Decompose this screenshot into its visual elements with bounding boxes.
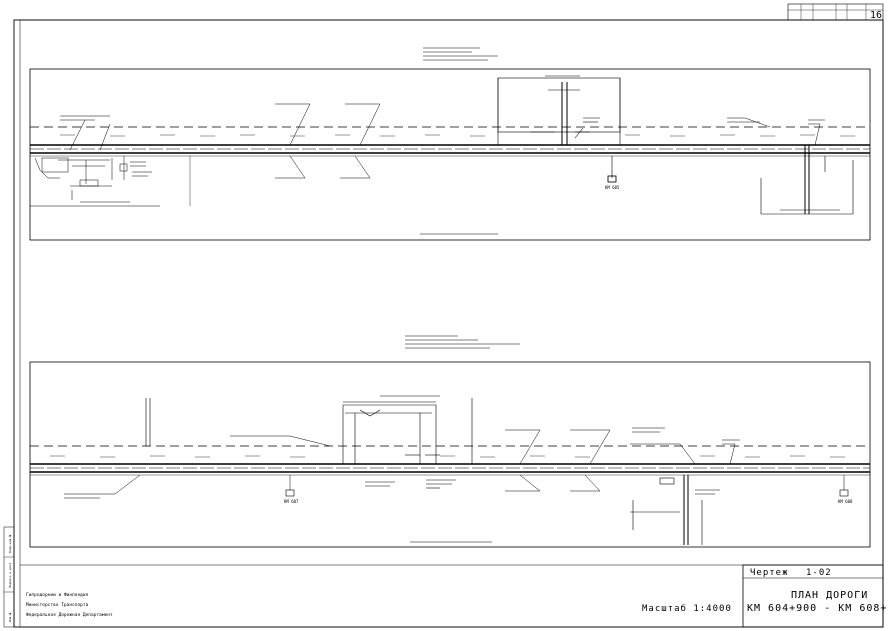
sheet-number-stamp: 16 [787, 3, 884, 21]
stamp-sign: Подпись и дата [8, 563, 12, 588]
lower-center-structure [342, 395, 473, 489]
org-line-3: Федеральная Дорожная Департамент [26, 612, 113, 618]
title-block: Чертеж 1-02 ПЛАН ДОРОГИ КМ 604+900 - КМ … [20, 564, 888, 628]
upper-leaders [60, 103, 825, 179]
svg-text:КМ 607: КМ 607 [284, 499, 299, 504]
upper-road [30, 144, 870, 157]
left-stamp-strip: Инв.№ Подпись и дата Взам.инв.№ [3, 526, 15, 628]
org-line-1: Гипродорнии и Финляндия [26, 592, 89, 598]
km-marker-608: КМ 608 [838, 475, 853, 504]
sheet-number: 16 [870, 10, 882, 21]
upper-center-structure [497, 75, 621, 183]
upper-left-cluster [34, 156, 152, 200]
upper-notes [423, 47, 498, 61]
inner-frame [19, 19, 884, 628]
sheet-border [13, 19, 884, 628]
lower-left-dim [145, 398, 151, 446]
lower-row-labels [50, 455, 845, 458]
scale-label: Масштаб 1:4000 [642, 603, 732, 614]
svg-text:КМ 605: КМ 605 [605, 185, 620, 190]
svg-text:КМ 608: КМ 608 [838, 499, 853, 504]
lower-road [30, 463, 870, 476]
upper-plan-frame [29, 68, 871, 241]
upper-plan: КМ 605 [29, 47, 871, 241]
lower-notes [405, 335, 520, 349]
lower-right-structure [630, 475, 720, 545]
plan-title: ПЛАН ДОРОГИ [791, 590, 868, 601]
drawing-label: Чертеж [750, 568, 789, 578]
lower-leaders [64, 427, 740, 499]
lower-plan-frame [29, 361, 871, 548]
plan-range: КМ 604+900 - КМ 608+000 [747, 603, 888, 614]
upper-right-structure [760, 145, 854, 215]
org-line-2: Министерство Транспорта [26, 602, 89, 608]
km-marker-607: КМ 607 [284, 475, 299, 504]
stamp-replace: Взам.инв.№ [8, 535, 12, 553]
km-marker-605: КМ 605 [605, 175, 620, 190]
upper-row-labels [60, 134, 855, 137]
lower-plan: КМ 607 КМ 608 [29, 335, 871, 548]
drawing-number: 1-02 [806, 568, 832, 578]
stamp-inv: Инв.№ [8, 613, 12, 622]
